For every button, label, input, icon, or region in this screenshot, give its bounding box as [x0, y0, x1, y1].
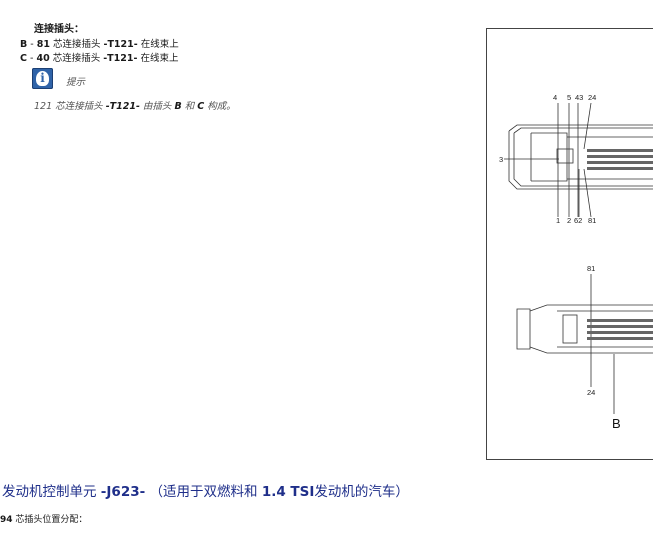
separator: -	[26, 53, 37, 64]
connector-line-c: C - 40 芯连接插头 -T121- 在线束上	[20, 50, 178, 64]
connector-code: -T121-	[103, 53, 138, 64]
pin-label-24: 24	[588, 93, 596, 102]
note-part: 和	[181, 101, 198, 112]
note-pins: 121	[34, 101, 53, 112]
title-part: 发动机控制单元	[2, 484, 101, 500]
connector-line-b: B - 81 芯连接插头 -T121- 在线束上	[20, 36, 179, 50]
pin-label-4: 4	[553, 93, 557, 102]
pin-label-1: 1	[556, 216, 560, 225]
pin-label-43: 43	[575, 93, 583, 102]
note-plug-c: C	[197, 101, 205, 112]
note-part: 由插头	[139, 101, 175, 112]
pin-label-81: 81	[588, 216, 596, 225]
section-title: 发动机控制单元 -J623- （适用于双燃料和 1.4 TSI发动机的汽车）	[2, 480, 409, 500]
note-text: 121 芯连接插头 -T121- 由插头 B 和 C 构成。	[34, 98, 236, 112]
separator: -	[27, 39, 37, 50]
pin-label-24-lower: 24	[587, 388, 595, 397]
note-label: 提示	[66, 77, 86, 88]
info-icon: i	[32, 68, 53, 89]
connector-desc: 芯连接插头	[49, 53, 104, 64]
connector-code: -T121-	[103, 39, 138, 50]
pin-count: 81	[36, 39, 50, 50]
connector-location: 在线束上	[137, 39, 179, 50]
note-part: 芯连接插头	[52, 101, 106, 112]
sub-text: 芯插头位置分配：	[12, 515, 88, 525]
pin-assignment-heading: 94 芯插头位置分配：	[0, 512, 87, 525]
note-part: 构成。	[204, 101, 236, 112]
note-code: -T121-	[105, 101, 140, 112]
plug-letter: B	[20, 39, 28, 50]
title-code: -J623-	[100, 484, 146, 500]
pin-label-5: 5	[567, 93, 571, 102]
title-engine: 1.4 TSI	[261, 484, 315, 500]
title-part: （适用于双燃料和	[145, 484, 262, 500]
connector-desc: 芯连接插头	[49, 39, 104, 50]
title-part: 发动机的汽车）	[314, 484, 409, 500]
pin-label-2: 2	[567, 216, 571, 225]
pin-label-81-lower: 81	[587, 264, 595, 273]
pin-label-62: 62	[574, 216, 582, 225]
connector-location: 在线束上	[137, 53, 179, 64]
connector-diagram: 4 5 43 24 3 1 2 62 81 81 24 B	[499, 93, 653, 431]
pin-label-3: 3	[499, 155, 503, 164]
connector-heading: 连接插头：	[34, 24, 84, 35]
connector-figure: 4 5 43 24 3 1 2 62 81 81 24 B	[486, 28, 653, 460]
pin-count: 40	[36, 53, 50, 64]
plug-letter-b: B	[612, 416, 621, 431]
note-plug-b: B	[174, 101, 182, 112]
plug-letter: C	[20, 53, 27, 64]
sub-pins: 94	[0, 515, 13, 525]
